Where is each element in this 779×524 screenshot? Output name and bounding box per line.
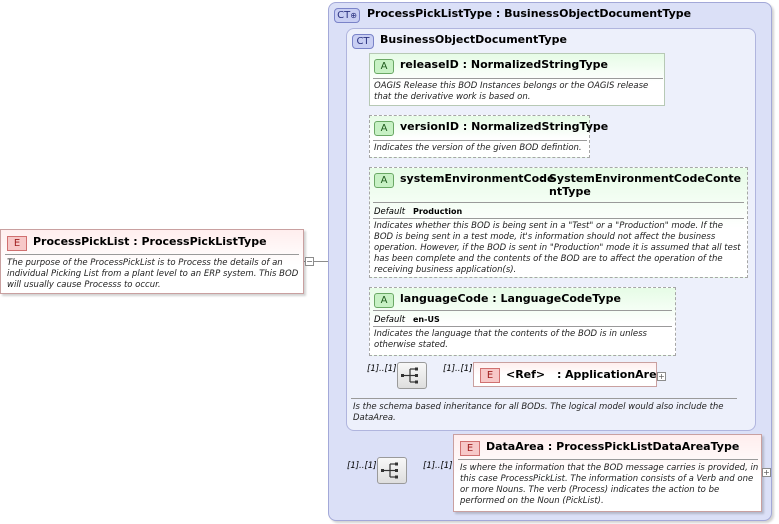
element-ref-type: ApplicationArea bbox=[565, 368, 664, 381]
attribute-badge: A bbox=[374, 173, 394, 188]
attribute-doc: Indicates the language that the contents… bbox=[374, 329, 647, 350]
type-separator: : bbox=[547, 440, 553, 453]
type-separator: : bbox=[540, 172, 545, 185]
element-separator-line bbox=[458, 459, 758, 460]
attribute-name: versionID bbox=[400, 120, 459, 133]
outer-type-title: ProcessPickListType : BusinessObjectDocu… bbox=[367, 7, 691, 20]
attribute-title: releaseID : NormalizedStringType bbox=[400, 58, 608, 71]
element-type: ProcessPickListDataAreaType bbox=[556, 440, 740, 453]
expand-glyph-icon: ⊕ bbox=[350, 11, 357, 20]
root-element-name: ProcessPickList bbox=[33, 235, 130, 248]
element-doc: Is where the information that the BOD me… bbox=[460, 463, 759, 506]
sequence-compositor[interactable] bbox=[377, 457, 407, 484]
default-value: Production bbox=[413, 207, 463, 216]
type-separator: : bbox=[557, 368, 562, 381]
type-separator: : bbox=[133, 235, 138, 248]
attribute-doc: Indicates the version of the given BOD d… bbox=[374, 143, 582, 153]
attribute-separator-line bbox=[373, 218, 744, 219]
sequence-icon bbox=[381, 462, 398, 479]
element-DataArea[interactable]: E DataArea : ProcessPickListDataAreaType… bbox=[453, 434, 762, 512]
sequence-cardinality: [1]..[1] bbox=[347, 461, 377, 471]
root-separator-line bbox=[5, 254, 299, 255]
attribute-type: NormalizedStringType bbox=[470, 58, 609, 71]
attribute-languageCode[interactable]: A languageCode : LanguageCodeType Defaul… bbox=[369, 287, 676, 356]
attribute-title: languageCode : LanguageCodeType bbox=[400, 292, 621, 305]
attribute-separator-line bbox=[373, 310, 672, 311]
attribute-doc: OAGIS Release this BOD Instances belongs… bbox=[374, 81, 649, 102]
element-badge: E bbox=[460, 441, 480, 456]
outer-type-name: ProcessPickListType bbox=[367, 7, 493, 20]
appArea-expand-toggle[interactable]: + bbox=[657, 372, 666, 381]
attribute-separator-line bbox=[373, 140, 587, 141]
attribute-systemEnvironmentCode[interactable]: A systemEnvironmentCode : SystemEnvironm… bbox=[369, 167, 748, 278]
inner-complex-type-badge: CT bbox=[352, 34, 374, 49]
default-label: Default bbox=[374, 207, 406, 217]
element-badge: E bbox=[7, 236, 27, 251]
inner-type-title: BusinessObjectDocumentType bbox=[380, 33, 567, 46]
element-title: DataArea : ProcessPickListDataAreaType bbox=[486, 440, 739, 453]
attribute-title: versionID : NormalizedStringType bbox=[400, 120, 608, 133]
complex-type-badge-text: CT bbox=[337, 10, 351, 21]
root-connector bbox=[304, 261, 342, 262]
element-ref-name: <Ref> bbox=[506, 368, 546, 381]
root-element-box[interactable]: E ProcessPickList : ProcessPickListType … bbox=[0, 229, 304, 294]
root-element-doc: The purpose of the ProcessPickList is to… bbox=[7, 258, 299, 290]
outer-type-base: BusinessObjectDocumentType bbox=[504, 7, 692, 20]
attribute-separator-line bbox=[373, 202, 744, 203]
dataarea-expand-toggle[interactable]: + bbox=[762, 468, 771, 477]
default-label: Default bbox=[374, 315, 406, 325]
type-separator: : bbox=[462, 58, 468, 71]
attribute-name: releaseID bbox=[400, 58, 459, 71]
attribute-releaseID[interactable]: A releaseID : NormalizedStringType OAGIS… bbox=[369, 53, 665, 106]
type-separator: : bbox=[462, 120, 468, 133]
attribute-type: LanguageCodeType bbox=[500, 292, 621, 305]
type-separator: : bbox=[495, 7, 501, 20]
attribute-separator-line bbox=[373, 326, 672, 327]
element-name: DataArea bbox=[486, 440, 545, 453]
inner-type-separator-line bbox=[351, 398, 737, 399]
inner-type-doc: Is the schema based inheritance for all … bbox=[353, 402, 724, 423]
element-cardinality: [1]..[1] bbox=[443, 364, 473, 374]
complex-type-badge: CT⊕ bbox=[334, 8, 360, 23]
root-element-title: ProcessPickList : ProcessPickListType bbox=[33, 235, 267, 248]
root-element-type: ProcessPickListType bbox=[141, 235, 267, 248]
element-cardinality: [1]..[1] bbox=[423, 461, 453, 471]
sequence-cardinality: [1]..[1] bbox=[367, 364, 397, 374]
sequence-compositor[interactable] bbox=[397, 362, 427, 389]
attribute-badge: A bbox=[374, 293, 394, 308]
attribute-badge: A bbox=[374, 121, 394, 136]
attribute-type: NormalizedStringType bbox=[471, 120, 609, 133]
attribute-type: SystemEnvironmentCodeContentType bbox=[549, 172, 742, 198]
root-collapse-toggle[interactable]: − bbox=[305, 257, 314, 266]
attribute-badge: A bbox=[374, 59, 394, 74]
attribute-name: systemEnvironmentCode bbox=[400, 172, 555, 185]
attribute-versionID[interactable]: A versionID : NormalizedStringType Indic… bbox=[369, 115, 608, 158]
sequence-icon bbox=[401, 367, 418, 384]
type-separator: : bbox=[492, 292, 497, 305]
element-ApplicationArea[interactable]: E <Ref> : ApplicationArea bbox=[473, 362, 664, 387]
element-badge: E bbox=[480, 368, 500, 383]
attribute-doc: Indicates whether this BOD is being sent… bbox=[374, 221, 741, 275]
attribute-separator-line bbox=[373, 78, 663, 79]
default-value: en-US bbox=[413, 315, 440, 324]
attribute-name: languageCode bbox=[400, 292, 489, 305]
